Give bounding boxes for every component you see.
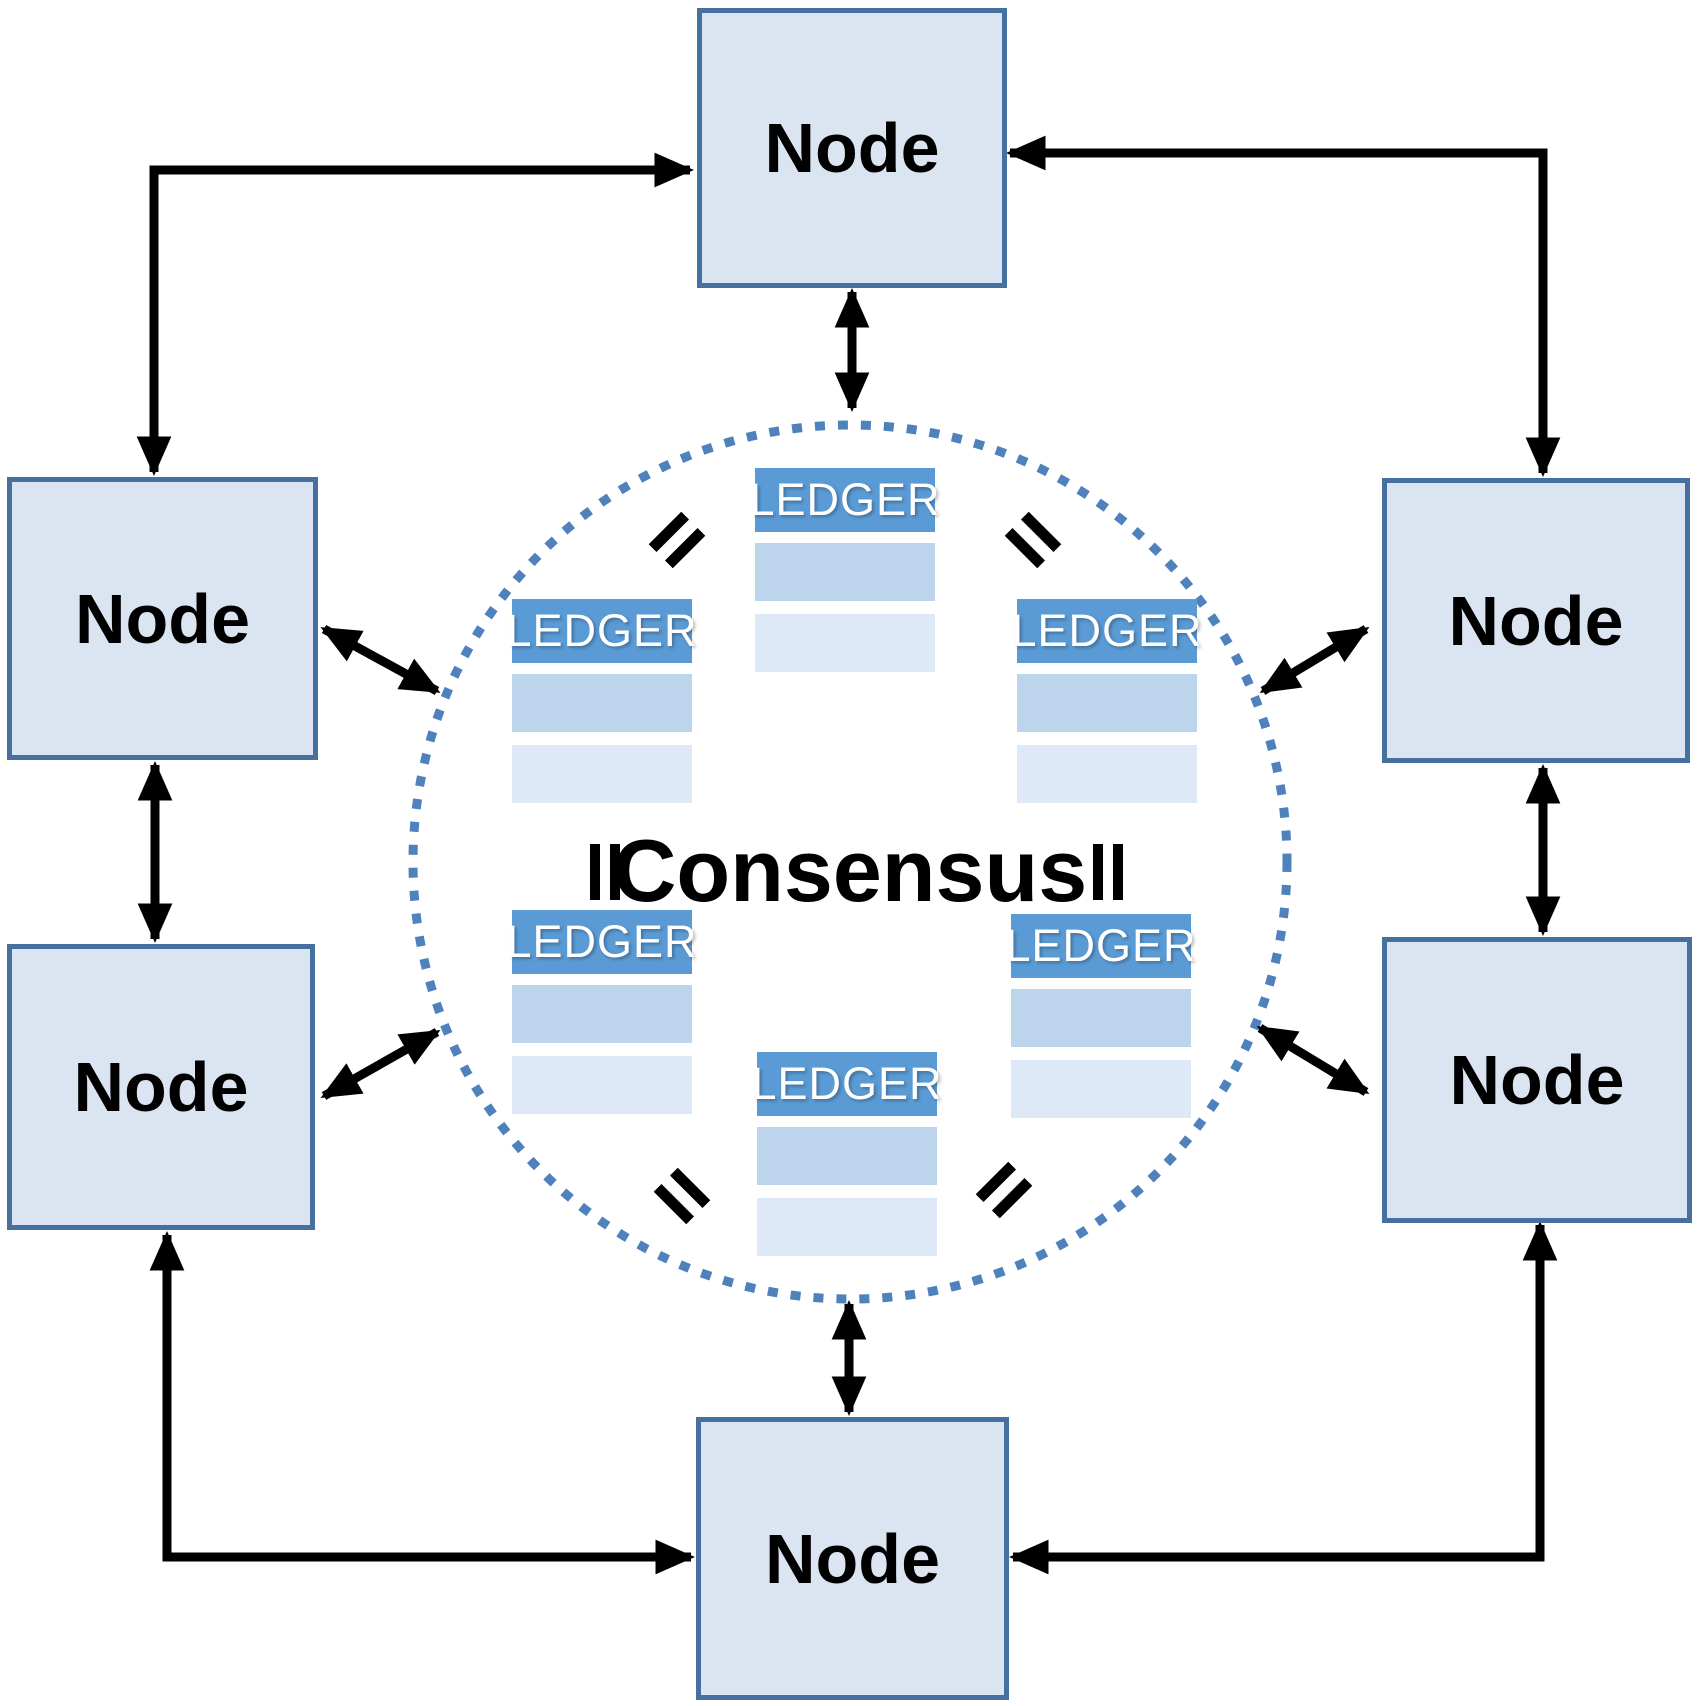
ledger-row [1017,745,1197,803]
node-label: Node [764,109,940,187]
ledger-row [757,1127,937,1185]
equals-icon-bottom-right [975,1161,1033,1219]
ledger-header: LEDGER [751,1052,942,1116]
ledger-block-bottom-center: LEDGER [751,1052,942,1256]
ledger-row [755,543,935,601]
ledger-row [1017,674,1197,732]
ledger-header: LEDGER [749,468,940,532]
node-label: Node [765,1519,940,1598]
node-box-top: Node [697,8,1007,288]
connector-topnode-rightupper [1006,135,1561,477]
ledger-block-mid-right: LEDGER [1011,599,1202,803]
equals-icon-mid-left [590,844,620,900]
ledger-header: LEDGER [1005,914,1196,978]
arrow-rightupper-circle [1259,625,1370,695]
ledger-header: LEDGER [1011,599,1202,663]
arrow-leftlower-circle [320,1028,441,1100]
equals-icon-bottom-left [653,1167,711,1225]
ledger-block-low-right: LEDGER [1005,914,1196,1118]
ledger-block-top: LEDGER [749,468,940,672]
equals-icon-mid-right [1093,844,1123,900]
connector-bottomnode-rightlower [1009,1221,1558,1575]
ledger-row [512,745,692,803]
node-label: Node [75,579,250,658]
node-label: Node [1449,1041,1625,1119]
ledger-row [512,674,692,732]
ledger-row [1011,1060,1191,1118]
node-box-left-lower: Node [7,944,315,1230]
connector-bottomnode-leftlower [149,1231,695,1575]
node-label: Node [1448,581,1624,660]
consensus-label: Consensus [612,821,1088,920]
ledger-header: LEDGER [506,599,697,663]
node-box-right-upper: Node [1382,478,1690,763]
ledger-block-mid-left: LEDGER [506,599,697,803]
connector-topnode-leftupper [136,152,694,476]
ledger-row [1011,989,1191,1047]
consensus-dotted-circle [408,420,1292,1304]
equals-icon-top-left [648,511,706,569]
ledger-header: LEDGER [506,910,697,974]
ledger-row [512,1056,692,1114]
node-box-left-upper: Node [7,477,318,760]
ledger-row [755,614,935,672]
arrow-rightlower-circle [1256,1024,1370,1096]
ledger-block-low-left: LEDGER [506,910,697,1114]
node-label: Node [73,1048,249,1126]
node-box-bottom: Node [696,1417,1009,1700]
ledger-row [512,985,692,1043]
ledger-row [757,1198,937,1256]
arrow-leftupper-circle [320,625,441,695]
equals-icon-top-right [1004,511,1062,569]
node-box-right-lower: Node [1382,937,1692,1223]
